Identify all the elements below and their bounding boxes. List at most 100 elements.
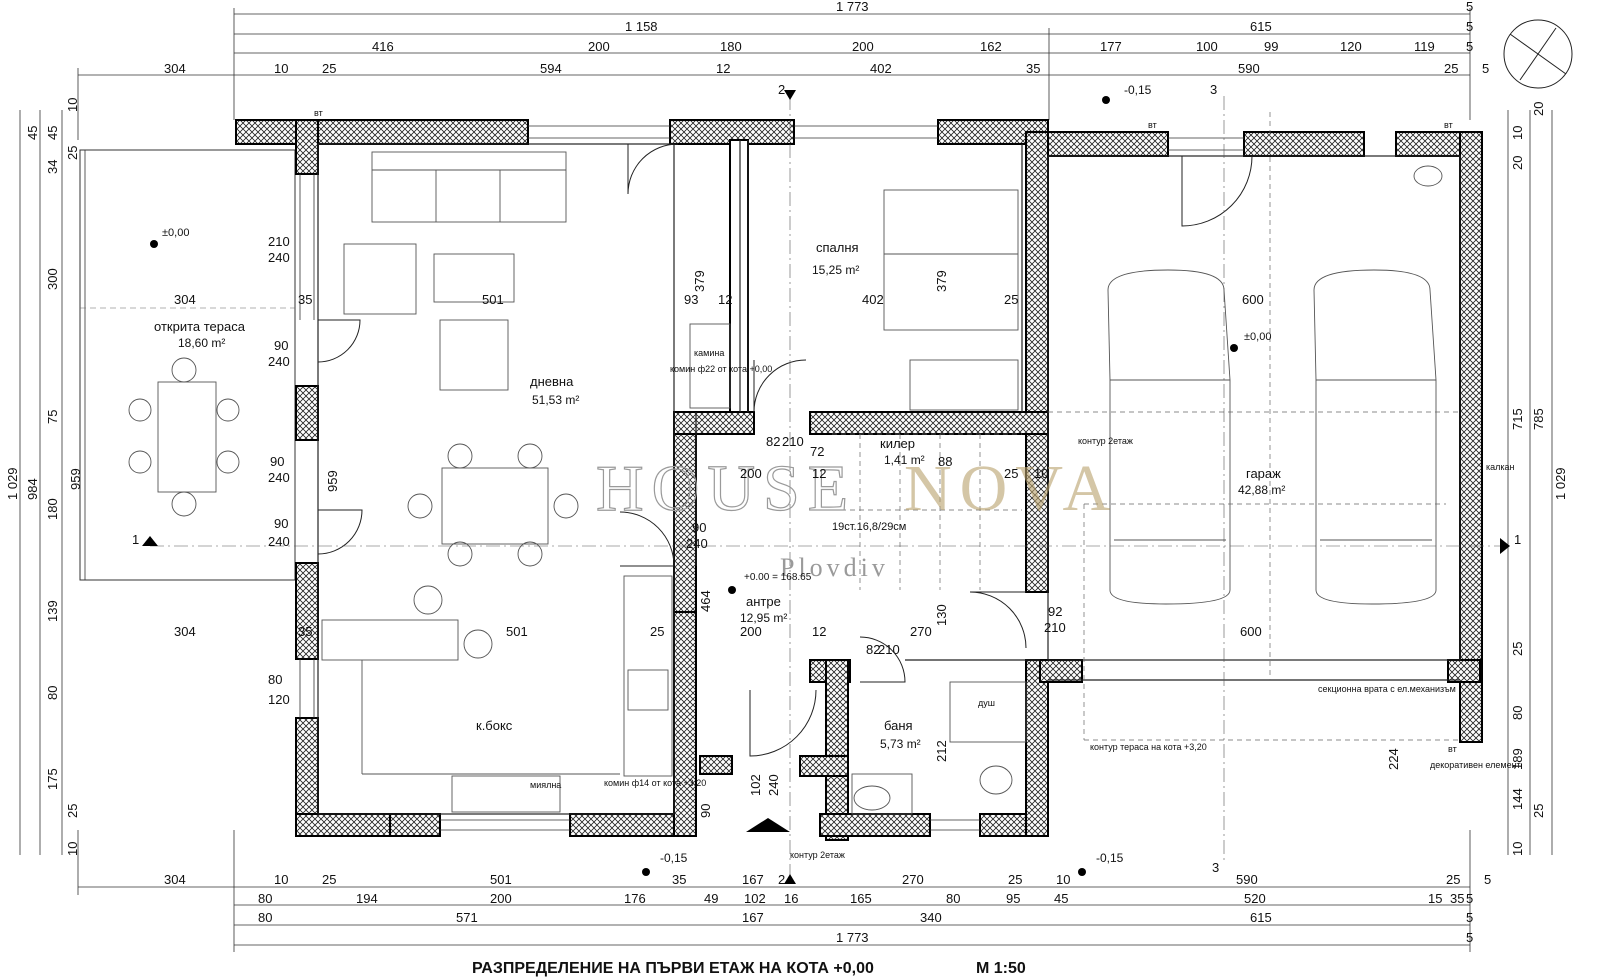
room-hall-name: антре bbox=[746, 594, 781, 609]
svg-text:92: 92 bbox=[1048, 604, 1062, 619]
svg-text:340: 340 bbox=[920, 910, 942, 925]
room-bedroom-name: спалня bbox=[816, 240, 859, 255]
plan-title: РАЗПРЕДЕЛЕНИЕ НА ПЪРВИ ЕТАЖ НА КОТА +0,0… bbox=[472, 960, 874, 977]
svg-text:контур 2етаж: контур 2етаж bbox=[1078, 436, 1133, 446]
svg-text:25: 25 bbox=[1531, 804, 1546, 818]
svg-text:25: 25 bbox=[322, 61, 336, 76]
svg-text:304: 304 bbox=[174, 292, 196, 307]
svg-text:200: 200 bbox=[490, 891, 512, 906]
svg-text:душ: душ bbox=[978, 698, 995, 708]
watermark-house: HOUSE bbox=[596, 452, 856, 525]
section-mark-1-right bbox=[1500, 538, 1510, 554]
terrace-table bbox=[157, 381, 217, 493]
svg-text:416: 416 bbox=[372, 39, 394, 54]
svg-text:10: 10 bbox=[274, 61, 288, 76]
room-garage-name: гараж bbox=[1246, 466, 1281, 481]
svg-text:379: 379 bbox=[934, 270, 949, 292]
svg-text:144: 144 bbox=[1510, 788, 1525, 810]
annotations: камина комин ф22 от кота +0,00 комин ф14… bbox=[314, 108, 1521, 860]
svg-text:80: 80 bbox=[268, 672, 282, 687]
toilet bbox=[979, 765, 1013, 795]
room-bath-name: баня bbox=[884, 718, 913, 733]
svg-text:82: 82 bbox=[866, 642, 880, 657]
svg-text:комин ф14 от кота +3,20: комин ф14 от кота +3,20 bbox=[604, 778, 706, 788]
car-2 bbox=[1313, 269, 1437, 605]
svg-text:-0,15: -0,15 bbox=[1124, 83, 1152, 97]
dining-table bbox=[441, 467, 549, 545]
svg-text:180: 180 bbox=[45, 498, 60, 520]
svg-text:35: 35 bbox=[1450, 891, 1464, 906]
svg-text:12: 12 bbox=[812, 624, 826, 639]
svg-text:715: 715 bbox=[1510, 408, 1525, 430]
svg-text:±0,00: ±0,00 bbox=[1244, 331, 1271, 343]
svg-text:25: 25 bbox=[650, 624, 664, 639]
svg-text:20: 20 bbox=[1510, 156, 1525, 170]
svg-text:464: 464 bbox=[698, 590, 713, 612]
svg-text:5: 5 bbox=[1466, 910, 1473, 925]
svg-text:+0.00 = 168.65: +0.00 = 168.65 bbox=[744, 572, 812, 583]
bathtub-shower bbox=[949, 681, 1027, 743]
svg-text:984: 984 bbox=[25, 478, 40, 500]
svg-text:615: 615 bbox=[1250, 19, 1272, 34]
svg-text:379: 379 bbox=[692, 270, 707, 292]
svg-text:119: 119 bbox=[1414, 39, 1435, 54]
svg-text:90: 90 bbox=[692, 520, 706, 535]
room-bedroom-area: 15,25 m² bbox=[812, 263, 859, 277]
svg-text:959: 959 bbox=[68, 468, 83, 490]
svg-text:99: 99 bbox=[1264, 39, 1278, 54]
svg-text:501: 501 bbox=[482, 292, 504, 307]
svg-text:25: 25 bbox=[1446, 872, 1460, 887]
svg-text:±0,00: ±0,00 bbox=[162, 227, 189, 239]
walls bbox=[235, 119, 1483, 841]
washbasin bbox=[853, 785, 891, 811]
svg-text:2: 2 bbox=[778, 872, 785, 887]
fireplace bbox=[689, 323, 731, 409]
entrance-arrow bbox=[746, 818, 790, 832]
kitchen-sink bbox=[451, 775, 561, 813]
svg-text:594: 594 bbox=[540, 61, 562, 76]
left-dimensions: 1 029 984 959 10 45 45 34 25 300 75 180 … bbox=[5, 98, 340, 856]
svg-text:10: 10 bbox=[1034, 466, 1048, 481]
bottom-dimension-lines bbox=[77, 830, 1471, 952]
svg-text:240: 240 bbox=[268, 470, 290, 485]
svg-text:декоративен елемент: декоративен елемент bbox=[1430, 760, 1521, 770]
room-hall-area: 12,95 m² bbox=[740, 611, 787, 625]
car-1 bbox=[1107, 269, 1231, 605]
svg-text:402: 402 bbox=[870, 61, 892, 76]
svg-text:35: 35 bbox=[1026, 61, 1040, 76]
svg-text:1: 1 bbox=[132, 532, 139, 547]
svg-text:959: 959 bbox=[325, 470, 340, 492]
svg-text:комин ф22 от кота +0,00: комин ф22 от кота +0,00 bbox=[670, 364, 772, 374]
svg-text:75: 75 bbox=[45, 410, 60, 424]
svg-text:176: 176 bbox=[624, 891, 646, 906]
svg-text:1 773: 1 773 bbox=[836, 0, 869, 14]
room-pantry-area: 1,41 m² bbox=[884, 453, 925, 467]
svg-text:82: 82 bbox=[766, 434, 780, 449]
svg-text:25: 25 bbox=[1004, 466, 1018, 481]
svg-text:10: 10 bbox=[65, 842, 80, 856]
svg-text:10: 10 bbox=[1056, 872, 1070, 887]
svg-text:520: 520 bbox=[1244, 891, 1266, 906]
svg-text:590: 590 bbox=[1238, 61, 1260, 76]
svg-text:1 773: 1 773 bbox=[836, 930, 869, 945]
svg-text:10: 10 bbox=[1510, 126, 1525, 140]
section-mark-2-top bbox=[784, 90, 796, 100]
right-dimensions: 1 029 785 715 20 10 20 25 80 189 144 25 … bbox=[1386, 102, 1568, 856]
svg-text:45: 45 bbox=[1054, 891, 1068, 906]
svg-text:1: 1 bbox=[1514, 532, 1521, 547]
kitchen-island bbox=[321, 619, 459, 661]
bed bbox=[883, 189, 1019, 331]
level-markers bbox=[150, 96, 1238, 876]
svg-text:240: 240 bbox=[766, 774, 781, 796]
room-labels: открита тераса 18,60 m² дневна 51,53 m² … bbox=[154, 240, 1285, 751]
svg-text:-0,15: -0,15 bbox=[660, 851, 688, 865]
level-labels: ±0,00 ±0,00 -0,15 -0,15 -0,15 +0.00 = 16… bbox=[162, 83, 1271, 865]
svg-text:10: 10 bbox=[274, 872, 288, 887]
svg-text:35: 35 bbox=[672, 872, 686, 887]
section-mark-1-left bbox=[142, 536, 158, 546]
svg-text:304: 304 bbox=[164, 61, 186, 76]
svg-text:224: 224 bbox=[1386, 748, 1401, 770]
plan-scale: М 1:50 bbox=[976, 960, 1026, 977]
svg-text:72: 72 bbox=[810, 444, 824, 459]
room-terrace-area: 18,60 m² bbox=[178, 336, 225, 350]
